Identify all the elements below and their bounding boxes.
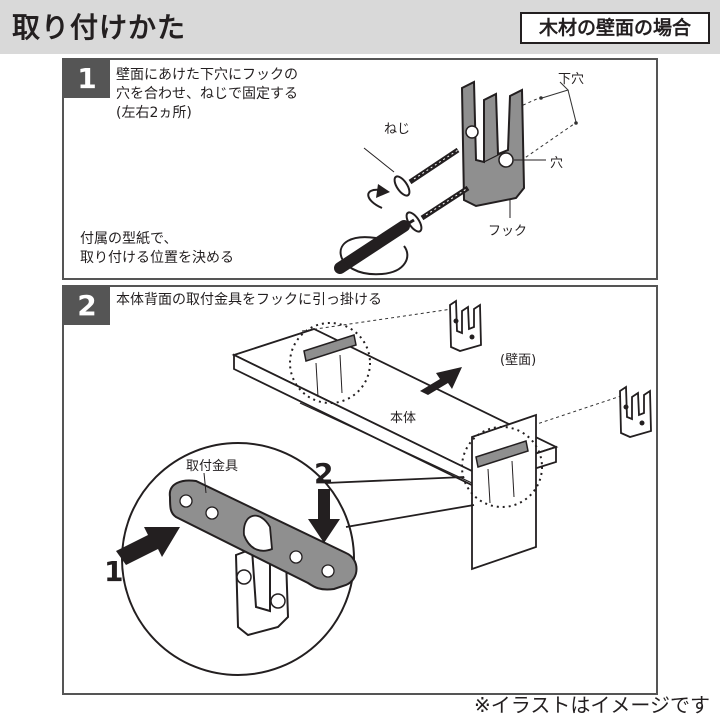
step-2-instruction: 本体背面の取付金具をフックに引っ掛ける	[116, 292, 382, 308]
step-2-illustration	[116, 299, 652, 676]
hook-label: フック	[488, 224, 528, 239]
header-bar: 取り付けかた 木材の壁面の場合	[0, 0, 720, 54]
alignment-line	[521, 394, 625, 430]
page-title: 取り付けかた	[12, 11, 187, 44]
image-disclaimer: ※イラストはイメージです	[474, 693, 710, 717]
screwdriver-handle	[334, 220, 410, 274]
template-note-line: 付属の型紙で、	[80, 231, 178, 247]
screw-thread	[413, 149, 459, 180]
body-label: 本体	[390, 411, 417, 426]
hook-hole-upper	[465, 125, 479, 139]
screw-head	[393, 175, 411, 197]
shelf-body	[231, 328, 559, 571]
zoom-detail	[116, 442, 475, 676]
rotation-arrow-top	[367, 188, 383, 209]
screw-thread	[425, 187, 469, 216]
step-2-number: 2	[64, 287, 110, 325]
alignment-line	[301, 308, 453, 332]
alignment-line	[511, 97, 540, 111]
screw-leader	[363, 147, 395, 173]
pilot-hole-leader	[567, 89, 577, 123]
wall-label: (壁面)	[500, 353, 537, 368]
rotation-arrow	[339, 236, 409, 276]
template-note: 付属の型紙で、 取り付ける位置を決める	[80, 230, 234, 268]
hook-plate-fold	[475, 149, 509, 163]
pilot-hole-label: 下穴	[558, 72, 585, 87]
step-1-instruction-line: (左右2ヵ所)	[116, 105, 192, 121]
arrow-number-2: 2	[314, 457, 334, 490]
step-1-illustration	[334, 80, 578, 276]
alignment-line	[515, 123, 575, 165]
rotation-arrow-head	[376, 184, 390, 198]
step-1-number: 1	[64, 60, 110, 98]
template-note-line: 取り付ける位置を決める	[80, 250, 234, 266]
screw-label: ねじ	[384, 122, 411, 137]
hook-hole-lower	[498, 152, 514, 168]
arrow-step-2	[308, 489, 340, 543]
push-arrow	[420, 367, 462, 395]
step-1-instruction-line: 穴を合わせ、ねじで固定する	[116, 86, 298, 102]
shelf-side-panel	[471, 413, 537, 571]
arrow-number-1: 1	[104, 555, 124, 588]
detail-circle-left	[289, 322, 371, 404]
hook-plate	[460, 80, 526, 208]
bracket-label: 取付金具	[186, 459, 239, 474]
step-1-instruction-line: 壁面にあけた下穴にフックの	[116, 67, 298, 83]
step-1-panel: 1 壁面にあけた下穴にフックの 穴を合わせ、ねじで固定する (左右2ヵ所) 付属…	[62, 58, 658, 280]
back-bracket-left	[303, 334, 357, 362]
back-bracket-right	[475, 440, 529, 468]
hole-label: 穴	[550, 156, 564, 171]
arrow-step-1	[116, 527, 180, 565]
wall-hook-left	[449, 299, 482, 352]
pilot-hole-mark	[574, 121, 578, 125]
wall-hook-right	[619, 385, 652, 438]
screw-shaft	[408, 147, 460, 185]
screwdriver-tip	[393, 218, 415, 234]
wall-type-tag: 木材の壁面の場合	[520, 12, 710, 44]
step-1-instruction: 壁面にあけた下穴にフックの 穴を合わせ、ねじで固定する (左右2ヵ所)	[116, 66, 298, 123]
step-2-panel: 2 本体背面の取付金具をフックに引っ掛ける	[62, 285, 658, 695]
detail-circle-right	[461, 426, 543, 508]
pilot-hole-mark	[539, 96, 543, 100]
bracket-leader	[203, 472, 207, 494]
